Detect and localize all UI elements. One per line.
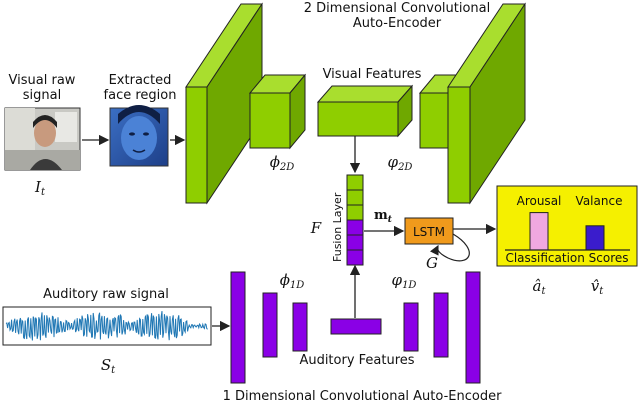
- fusion-cell: [346, 249, 364, 266]
- fusion-cell: [346, 219, 364, 236]
- arousal-bar: [529, 212, 549, 251]
- visual-raw-label-1: Visual raw: [9, 73, 76, 88]
- fusion-cell: [346, 204, 364, 221]
- fusion-cell: [346, 174, 364, 191]
- decoder-1d-bar-1: [403, 302, 419, 352]
- arousal-label: Arousal: [517, 194, 562, 208]
- F-label: F: [310, 219, 322, 237]
- fusion-layer-label: Fusion Layer: [331, 192, 344, 262]
- encoder-1d-bar-2: [262, 292, 278, 358]
- classification-scores-label: Classification Scores: [505, 251, 628, 265]
- lstm-recurrent-arrow: [429, 233, 470, 262]
- encoder-2d-block: [185, 2, 263, 205]
- valance-bar: [585, 225, 605, 251]
- auditory-features-block: [330, 318, 382, 335]
- I_t-label: It: [34, 178, 46, 198]
- encoder-1d-bar-1: [230, 271, 246, 384]
- varphi-1d-label: φ1D: [392, 271, 417, 291]
- m_t-label: mt: [374, 208, 393, 225]
- valance-label: Valance: [576, 194, 623, 208]
- encoder-1d-bar-3: [292, 302, 308, 352]
- visual-features-block: [316, 84, 414, 138]
- lstm-box: [404, 217, 454, 245]
- decoder-1d-bar-2: [433, 292, 449, 358]
- visual-raw-image: [4, 107, 81, 171]
- fusion-layer: [346, 174, 364, 266]
- extracted-label-1: Extracted: [109, 73, 172, 88]
- varphi-2d-label: φ2D: [388, 153, 413, 173]
- fusion-cell: [346, 234, 364, 251]
- face-region-image: [109, 105, 169, 167]
- ae2d-title-line1: 2 Dimensional Convolutional: [304, 1, 490, 16]
- phi-2d-label: ϕ2D: [270, 153, 295, 173]
- decoder-2d-block: [447, 2, 526, 205]
- v_hat-label: v̂t: [591, 277, 604, 297]
- extracted-label-2: face region: [104, 88, 177, 103]
- fusion-cell: [346, 189, 364, 206]
- phi-1d-label: ϕ1D: [280, 271, 305, 291]
- auditory-features-label: Auditory Features: [299, 353, 414, 368]
- encoder-2d-small-block: [248, 73, 307, 150]
- scores-panel: [496, 185, 638, 267]
- auditory-raw-label: Auditory raw signal: [43, 287, 169, 302]
- audio-waveform: [5, 311, 208, 341]
- ae1d-title: 1 Dimensional Convolutional Auto-Encoder: [223, 389, 503, 403]
- S_t-label: St: [101, 356, 116, 376]
- lstm-label: LSTM: [413, 225, 445, 239]
- visual-raw-label-2: signal: [23, 88, 61, 103]
- G-label: G: [426, 254, 438, 272]
- visual-features-label: Visual Features: [323, 67, 422, 82]
- ae2d-title-line2: Auto-Encoder: [353, 16, 442, 31]
- a_hat-label: ât: [533, 277, 547, 297]
- decoder-1d-bar-3: [465, 271, 481, 384]
